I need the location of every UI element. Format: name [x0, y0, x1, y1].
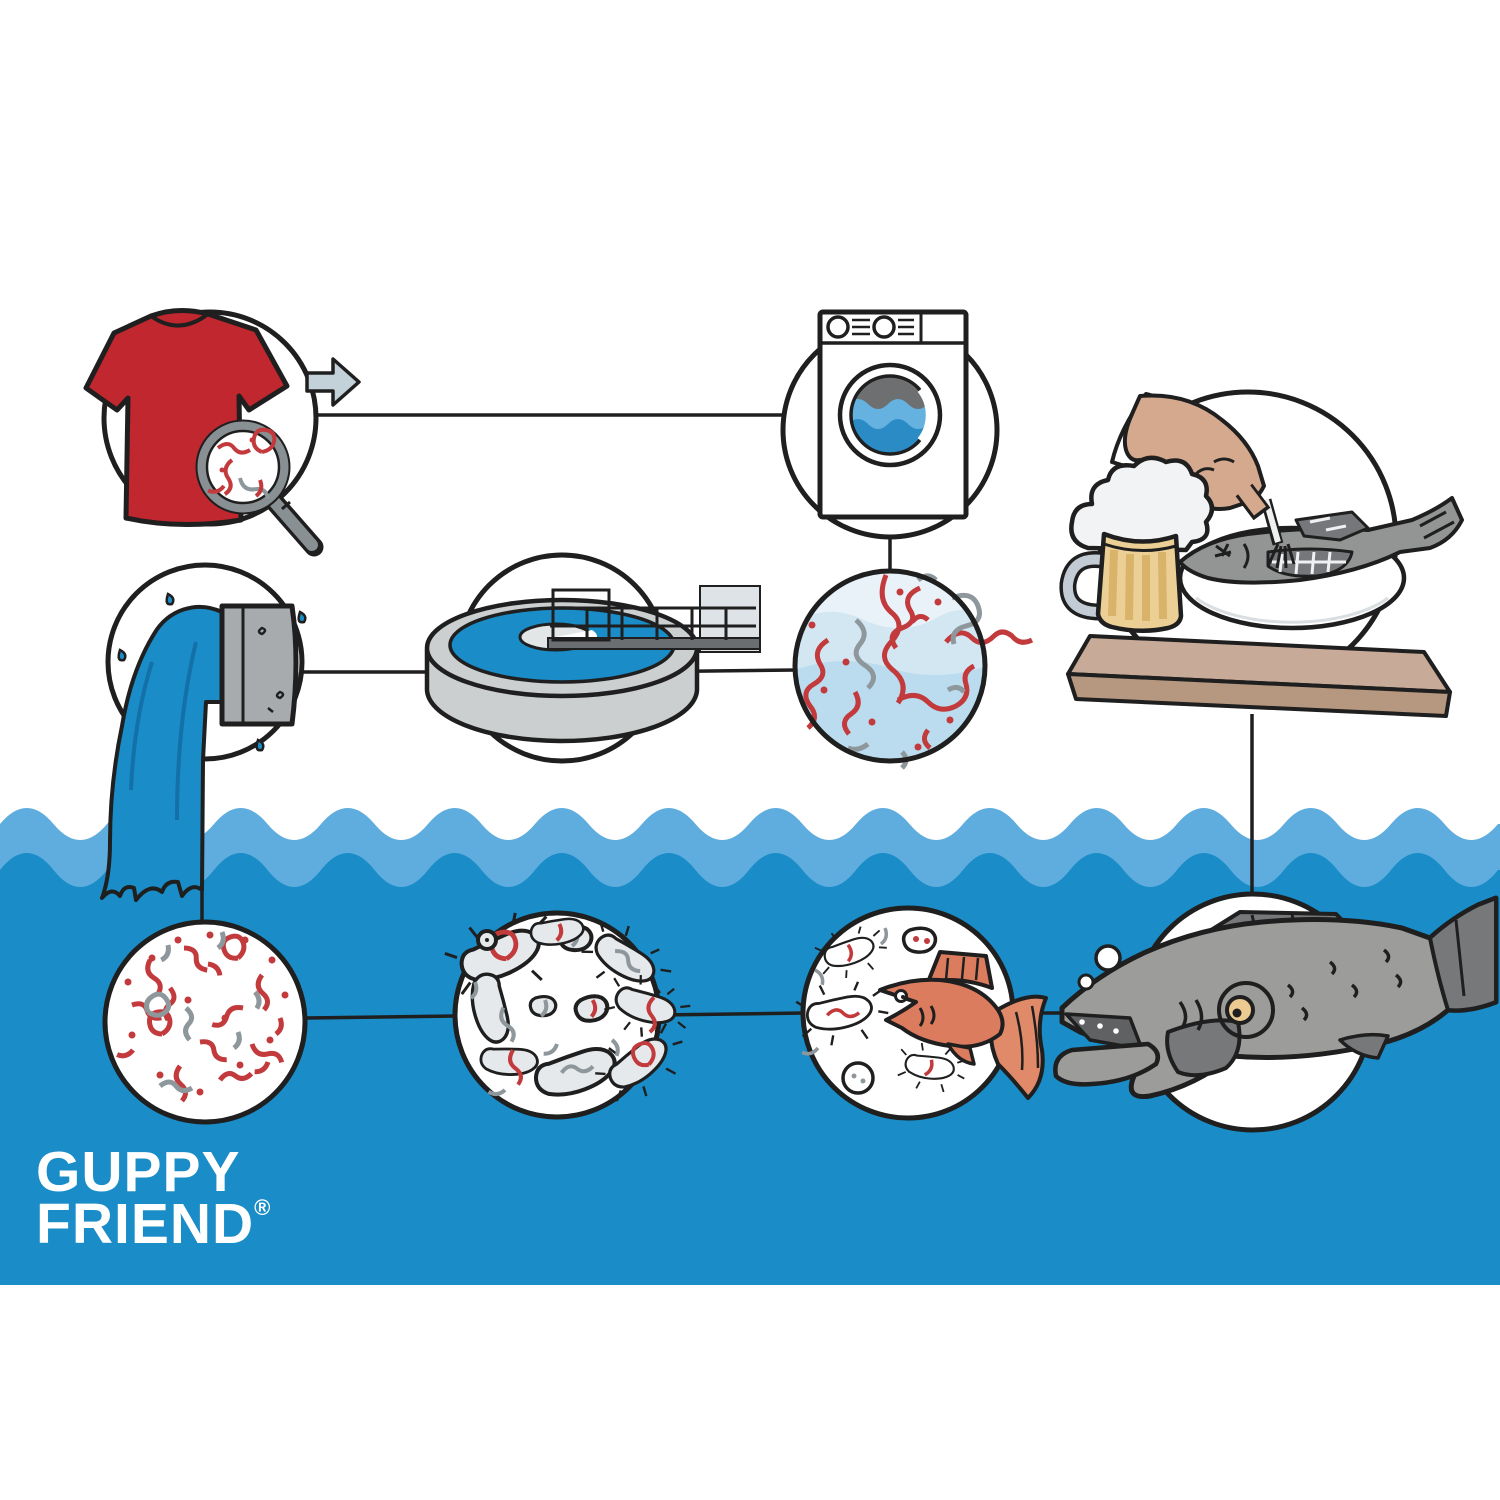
- fish-teeth: [1079, 1019, 1119, 1034]
- brand-logo: GUPPY FRIEND®: [36, 1140, 271, 1256]
- walkway-railing: [550, 588, 756, 642]
- bubble: [1077, 973, 1095, 991]
- index-finger: [1235, 482, 1271, 521]
- wash-water-fibers-scene: [792, 568, 1034, 770]
- flow-connector-lines: [200, 413, 1254, 1020]
- eating-fish-scene: [1059, 389, 1464, 718]
- logo-line-1: GUPPY: [36, 1140, 241, 1204]
- small-fish-scene: [793, 905, 1048, 1121]
- connector-fibers-microbes: [305, 1014, 458, 1020]
- registered-trademark-symbol: ®: [254, 1194, 271, 1220]
- outflow-pipe-icon: [219, 603, 299, 727]
- tshirt-scene: [83, 308, 361, 557]
- fibers-in-water: [803, 573, 1034, 770]
- beer-mug-icon: [1059, 455, 1215, 633]
- waterfall-icon: [100, 592, 307, 902]
- fiber-dots: [124, 931, 289, 1096]
- washer-knob: [872, 315, 896, 339]
- mug-stripes: [1108, 549, 1167, 621]
- washing-machine-icon: [817, 309, 969, 520]
- connector-microbes-smallfish: [658, 1011, 806, 1017]
- treatment-basin-icon: [424, 585, 761, 744]
- treatment-plant-scene: [424, 552, 761, 764]
- fish-face: [1214, 510, 1455, 569]
- table-icon: [1066, 634, 1452, 718]
- fiber-dots: [808, 588, 954, 751]
- plankton-microbes: [793, 919, 970, 1098]
- ocean-fibers-scene: [102, 919, 308, 1125]
- bubble: [1094, 944, 1122, 972]
- microbe-cluster: [437, 898, 699, 1114]
- washer-knob: [826, 315, 850, 339]
- walkway-bridge: [547, 637, 761, 650]
- cooked-fish-icon: [1178, 496, 1464, 585]
- scene-circle: [102, 919, 308, 1125]
- water-droplets: [117, 592, 307, 752]
- arrow-right-icon: [305, 357, 361, 407]
- big-fish-scene: [1053, 891, 1499, 1133]
- water-shading: [795, 610, 985, 761]
- logo-line-2: FRIEND®: [36, 1191, 271, 1256]
- sewage-outflow-scene: [100, 562, 307, 902]
- microbes-scene: [437, 898, 699, 1120]
- big-fish-icon: [1053, 895, 1499, 1100]
- magnifier-icon: [195, 419, 324, 557]
- washer-panel-lines: [852, 318, 914, 336]
- magnified-fibers: [206, 427, 277, 508]
- small-fish-icon: [878, 950, 1048, 1100]
- washing-machine-scene: [780, 309, 1000, 540]
- ocean-fibers: [117, 931, 289, 1102]
- gills-and-scales: [1178, 948, 1403, 1031]
